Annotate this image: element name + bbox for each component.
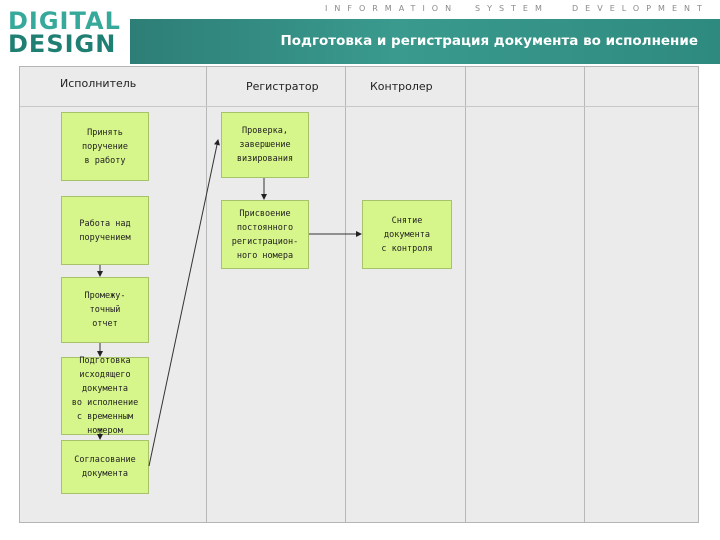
- box-prepare-document[interactable]: Подготовка исходящего документа во испол…: [61, 356, 149, 436]
- column-header-controller: Контролер: [370, 80, 433, 93]
- box-remove-control[interactable]: Снятие документа с контроля: [362, 200, 452, 269]
- box-assign-number[interactable]: Присвоение постоянного регистрацион- ног…: [221, 200, 309, 269]
- top-tagline: INFORMATION SYSTEM DEVELOPMENT: [130, 0, 720, 18]
- logo-line-2: DESIGN: [8, 30, 117, 58]
- logo-line-1: DIGITAL: [8, 7, 121, 35]
- logo: DIGITAL DESIGN: [8, 7, 128, 58]
- lane-divider: [206, 67, 207, 522]
- page-title: Подготовка и регистрация документа во ис…: [280, 33, 698, 49]
- lane-divider: [345, 67, 346, 522]
- column-header-executor: Исполнитель: [60, 77, 137, 90]
- lane-divider: [584, 67, 585, 522]
- lane-divider: [465, 67, 466, 522]
- box-interim-report[interactable]: Промежу- точный отчет: [61, 277, 149, 343]
- box-work-on-task[interactable]: Работа над поручением: [61, 196, 149, 265]
- tagline-word-2: SYSTEM: [475, 4, 549, 13]
- tagline-word-1: INFORMATION: [325, 4, 459, 13]
- box-approve-document[interactable]: Согласование документа: [61, 440, 149, 494]
- box-accept-task[interactable]: Принять поручение в работу: [61, 112, 149, 181]
- column-header-registrar: Регистратор: [246, 80, 319, 93]
- title-bar: Подготовка и регистрация документа во ис…: [130, 19, 720, 64]
- tagline-word-3: DEVELOPMENT: [572, 4, 709, 13]
- header-divider: [20, 106, 698, 107]
- box-check-visa[interactable]: Проверка, завершение визирования: [221, 112, 309, 178]
- header: DIGITAL DESIGN INFORMATION SYSTEM DEVELO…: [0, 0, 720, 65]
